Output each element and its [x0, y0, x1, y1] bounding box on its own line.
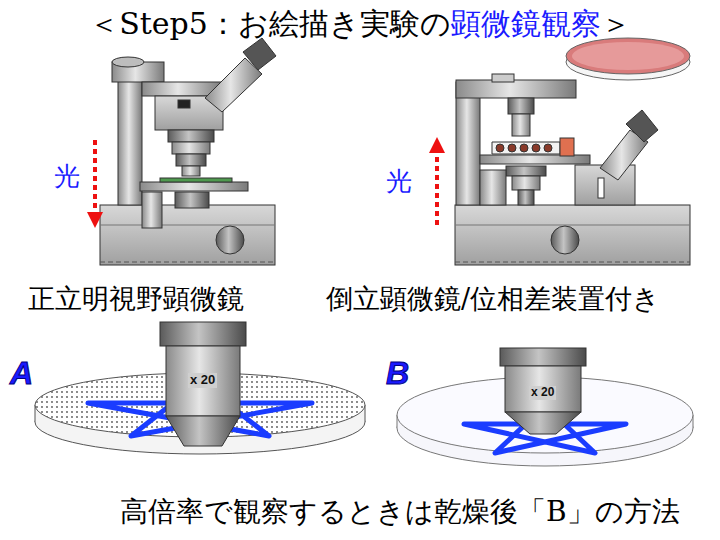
slide-caption: 高倍率で観察するときは乾燥後「B」の方法 [120, 496, 680, 528]
objective-lens [505, 412, 581, 434]
upright-microscope [118, 80, 142, 205]
microscope-name: 正立明視野顕微鏡 [28, 283, 244, 314]
inverted-microscope [456, 82, 480, 205]
slide-title: ＞ [601, 6, 631, 42]
light-label: 光 [54, 162, 80, 192]
slide-title: ＜Step5：お絵描き実験の [89, 6, 451, 42]
inverted-microscope [508, 98, 534, 114]
upright-microscope [176, 154, 206, 166]
upright-microscope [178, 100, 190, 108]
inverted-microscope [551, 226, 579, 254]
microscope-name: 倒立顕微鏡/位相差装置付き [326, 283, 660, 314]
panel-letter: B [386, 355, 409, 392]
magnification: x 20 [529, 386, 556, 400]
inverted-microscope [456, 80, 576, 98]
inverted-microscope [598, 178, 604, 198]
upright-microscope [243, 38, 276, 70]
inverted-microscope [480, 170, 506, 205]
inverted-microscope [518, 190, 534, 205]
inverted-microscope [508, 144, 516, 152]
magnification: x 20 [188, 373, 217, 388]
dish-b [397, 377, 693, 453]
upright-microscope [100, 262, 275, 263]
inverted-microscope [532, 144, 540, 152]
inverted-microscope [512, 114, 530, 136]
slide-title: 顕微鏡観察 [451, 6, 601, 42]
inverted-microscope [455, 262, 690, 263]
inverted-microscope [520, 144, 528, 152]
upright-microscope [100, 38, 276, 265]
light-arrow [95, 140, 437, 225]
upright-microscope [140, 182, 248, 191]
inverted-microscope [455, 205, 690, 265]
inverted-microscope [512, 176, 540, 190]
upright-microscope [142, 192, 162, 228]
objective-lens [166, 346, 240, 416]
light-arrow [435, 145, 439, 225]
inverted-microscope [560, 138, 574, 156]
upright-microscope [182, 166, 200, 176]
objective-lens [160, 322, 246, 346]
inverted-microscope [566, 38, 690, 74]
objective-lens [166, 416, 240, 446]
objective-lens [500, 348, 586, 366]
upright-microscope [175, 192, 209, 208]
upright-microscope [112, 57, 144, 67]
inverted-microscope [492, 142, 560, 154]
light-label: 光 [386, 167, 412, 197]
light-arrow [93, 140, 97, 220]
upright-microscope [100, 225, 275, 226]
objective-lens [160, 322, 246, 446]
upright-microscope [100, 205, 275, 265]
inverted-microscope [506, 166, 546, 176]
inverted-microscope [572, 42, 684, 70]
upright-microscope [216, 226, 244, 254]
inverted-microscope [455, 225, 690, 226]
inverted-microscope [492, 74, 514, 82]
upright-microscope [172, 142, 210, 154]
inverted-microscope [626, 110, 658, 142]
upright-microscope [168, 130, 214, 142]
panel-letter: A [10, 355, 33, 392]
objective-lens [500, 348, 586, 434]
dish-b [464, 406, 626, 453]
dish-b [397, 377, 693, 466]
upright-microscope [205, 58, 262, 112]
title-row: ＜Step5：お絵描き実験の顕微鏡観察＞ [0, 6, 720, 42]
upright-microscope [160, 178, 232, 182]
objective-lens [505, 366, 581, 412]
inverted-microscope [496, 144, 504, 152]
inverted-microscope [544, 144, 552, 152]
inverted-microscope [455, 38, 690, 265]
